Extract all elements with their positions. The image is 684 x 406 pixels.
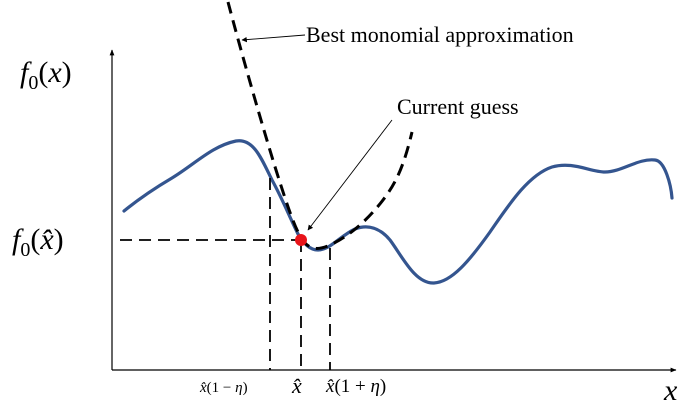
y-axis-label: f0(x) — [20, 56, 72, 94]
tick-label-right: x̂(1 + η) — [325, 376, 386, 397]
tick-label-left: x̂(1 − η) — [199, 380, 248, 396]
tick-label-center: x̂ — [291, 373, 302, 398]
y-value-label: f0(x̂) — [12, 223, 64, 261]
monomial-annotation-label: Best monomial approximation — [306, 22, 574, 47]
x-axis-label: x — [663, 374, 678, 406]
monomial-approximation-curve — [226, 1, 414, 250]
current-guess-point — [295, 234, 307, 246]
guess-annotation-label: Current guess — [397, 94, 519, 119]
guess-annotation-arrow — [307, 119, 393, 231]
objective-curve — [122, 139, 674, 285]
monomial-annotation-arrow — [241, 34, 306, 43]
